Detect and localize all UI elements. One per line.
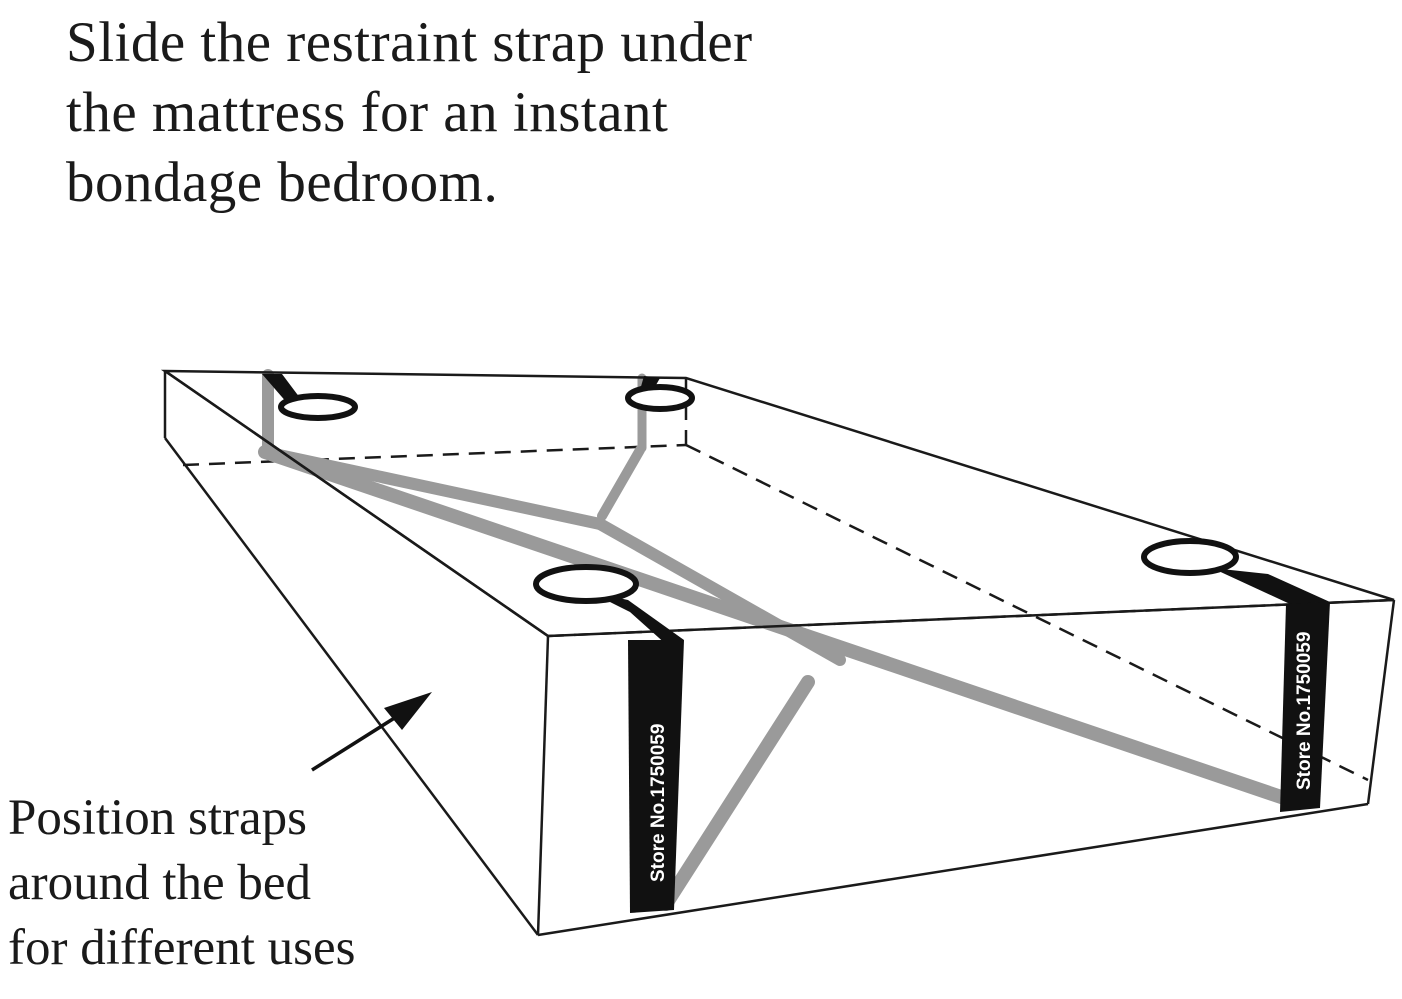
cuff-front-left [533,564,639,604]
under-strap-segment [594,518,846,666]
edge-front-left-vertical [536,635,550,936]
caption-line-2: around the bed [8,854,312,911]
edge-left-bottom [164,437,539,936]
hidden-edge-right-bottom [685,443,1369,782]
front-right-strap-label: Store No.1750059 [1294,632,1315,790]
caption-line-1: Position straps [8,790,307,846]
arrow-shaft [311,710,405,772]
under-strap-center-to-front-left [659,675,815,911]
edge-front-bottom [537,802,1369,937]
cuff-front-right [1141,538,1239,576]
caption-line-3: for different uses [8,919,356,976]
front-left-strap-top [590,592,684,646]
under-strap-back-left-to-center [259,446,606,530]
cuff-back-right [625,384,695,412]
front-right-strap-band [1280,602,1330,812]
headline-line-2: the mattress for an instant [66,81,669,145]
front-left-strap-band [628,640,684,913]
edge-left-top [164,369,549,638]
under-strap-back-right-to-center [597,445,645,521]
front-left-strap: Store No.1750059 [590,592,684,913]
hidden-edge-back-bottom [182,443,687,467]
headline-line-1: Slide the restraint strap under [66,11,753,74]
cuff-back-left [278,393,358,421]
front-right-strap-top [1212,568,1330,604]
cuffs [278,384,1239,604]
headline: Slide the restraint strap under the matt… [66,8,1026,218]
mattress-outline [160,369,1396,937]
edge-front-right-vertical [1366,599,1396,805]
headline-line-3: bondage bedroom. [66,151,499,215]
arrow-head [384,692,432,730]
front-right-strap: Store No.1750059 [1212,568,1330,812]
caption: Position straps around the bed for diffe… [8,786,528,980]
front-left-strap-label: Store No.1750059 [648,724,669,882]
arrow-icon [311,692,432,772]
